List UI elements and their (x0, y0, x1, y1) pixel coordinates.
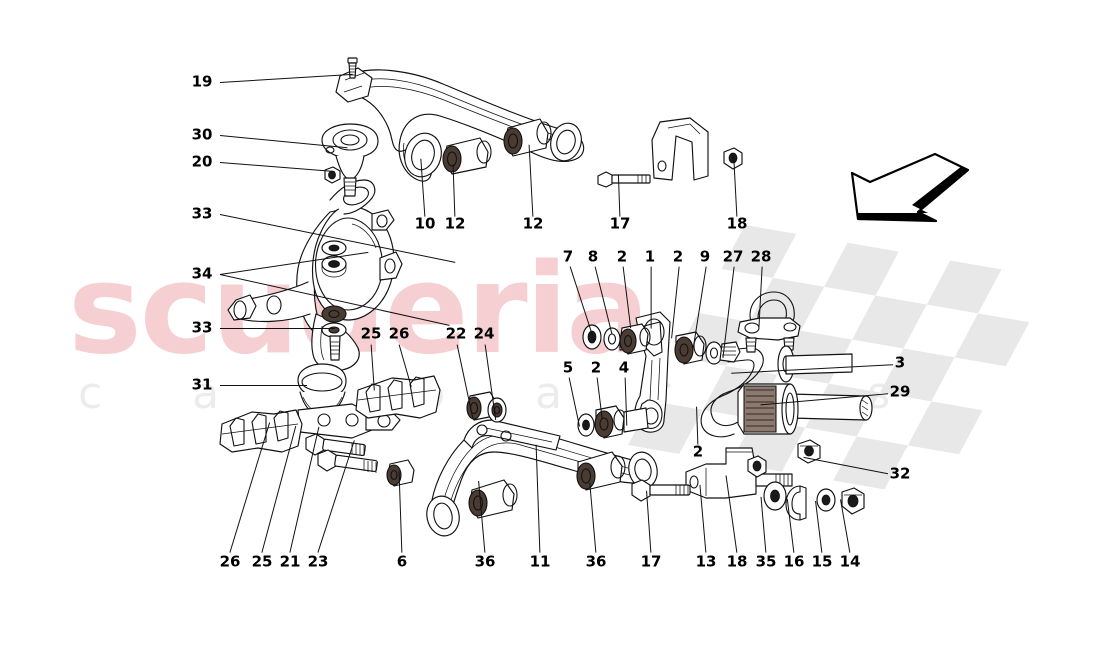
callout-number-18: 18 (726, 552, 748, 571)
callout-number-34: 34 (191, 264, 213, 283)
callout-leader-line (650, 266, 652, 329)
callout-number-23: 23 (307, 552, 329, 571)
part-36-bushing-b (576, 451, 626, 491)
part-12-bushing-b (503, 118, 552, 157)
part-12-bushing-a (442, 137, 492, 175)
callout-number-5: 5 (562, 358, 574, 377)
part-34-bush-upper (321, 255, 347, 278)
callout-number-16: 16 (783, 552, 805, 571)
callout-number-36: 36 (585, 552, 607, 571)
part-16-c-clip (785, 485, 807, 521)
callout-number-19: 19 (191, 72, 213, 91)
callout-number-32: 32 (889, 464, 911, 483)
callout-number-22: 22 (445, 324, 467, 343)
callout-leader-line (220, 328, 335, 330)
callout-number-26: 26 (388, 324, 410, 343)
callout-number-12: 12 (444, 214, 466, 233)
callout-number-11: 11 (529, 552, 551, 571)
callout-number-28: 28 (750, 247, 772, 266)
part-11-lower-control-arm (426, 419, 658, 537)
part-18-nut-upper (723, 147, 743, 170)
callout-number-17: 17 (640, 552, 662, 571)
callout-number-30: 30 (191, 125, 213, 144)
callout-number-10: 10 (414, 214, 436, 233)
part-31-lower-ball-joint (297, 363, 401, 439)
callout-number-2: 2 (692, 442, 704, 461)
callout-number-27: 27 (722, 247, 744, 266)
callout-number-17: 17 (609, 214, 631, 233)
part-20-stud (329, 335, 341, 361)
callout-number-31: 31 (191, 375, 213, 394)
part-2-bush-upper-left (619, 323, 651, 355)
callout-number-29: 29 (889, 382, 911, 401)
part-17-bolt-upper (597, 171, 651, 188)
part-24-washer (487, 397, 507, 423)
part-29-bar-bushing (737, 383, 799, 435)
callout-number-36: 36 (474, 552, 496, 571)
callout-number-18: 18 (726, 214, 748, 233)
part-25-26-pads-left (219, 409, 303, 453)
callout-leader-line (220, 385, 307, 387)
part-upper-bracket (651, 117, 709, 181)
callout-number-1: 1 (644, 247, 656, 266)
callout-number-33: 33 (191, 204, 213, 223)
part-8-washer (603, 327, 621, 351)
callout-number-2: 2 (590, 358, 602, 377)
callout-number-25: 25 (251, 552, 273, 571)
callout-number-6: 6 (396, 552, 408, 571)
callout-number-15: 15 (811, 552, 833, 571)
part-34-bush-lower (321, 305, 347, 323)
part-17-bolt-lower (631, 479, 691, 502)
callout-number-9: 9 (699, 247, 711, 266)
part-2-bush-upper-right (674, 331, 707, 365)
part-15-washer (816, 488, 836, 512)
part-33-washer-upper (321, 240, 347, 256)
callout-number-4: 4 (618, 358, 630, 377)
part-4-rod-lower (623, 407, 649, 433)
callout-number-20: 20 (191, 152, 213, 171)
part-20-nut (324, 166, 341, 184)
callout-number-21: 21 (279, 552, 301, 571)
part-19-bolt (347, 57, 358, 79)
part-25-26-pads-right (355, 375, 441, 419)
callout-number-3: 3 (894, 353, 906, 372)
callout-number-24: 24 (473, 324, 495, 343)
callout-number-35: 35 (755, 552, 777, 571)
part-36-bushing-a (468, 479, 518, 519)
callout-number-33: 33 (191, 318, 213, 337)
callout-number-26: 26 (219, 552, 241, 571)
callout-number-2: 2 (616, 247, 628, 266)
callout-number-2: 2 (672, 247, 684, 266)
part-2-bush-lower (594, 405, 627, 439)
callout-number-7: 7 (562, 247, 574, 266)
part-upper-control-arm (335, 67, 585, 182)
callout-number-13: 13 (695, 552, 717, 571)
part-28-clamp (737, 291, 801, 353)
part-33-washer-lower (321, 322, 347, 338)
part-3-washer-bar (777, 345, 853, 383)
callout-number-12: 12 (522, 214, 544, 233)
callout-number-14: 14 (839, 552, 861, 571)
part-35-washer (763, 481, 787, 511)
part-9-washer (705, 341, 723, 365)
part-30-ball-joint (321, 123, 379, 197)
part-5-washer (577, 413, 595, 437)
callout-number-8: 8 (587, 247, 599, 266)
part-14-nut (841, 487, 865, 515)
callout-number-25: 25 (360, 324, 382, 343)
part-6-bush (386, 459, 415, 487)
